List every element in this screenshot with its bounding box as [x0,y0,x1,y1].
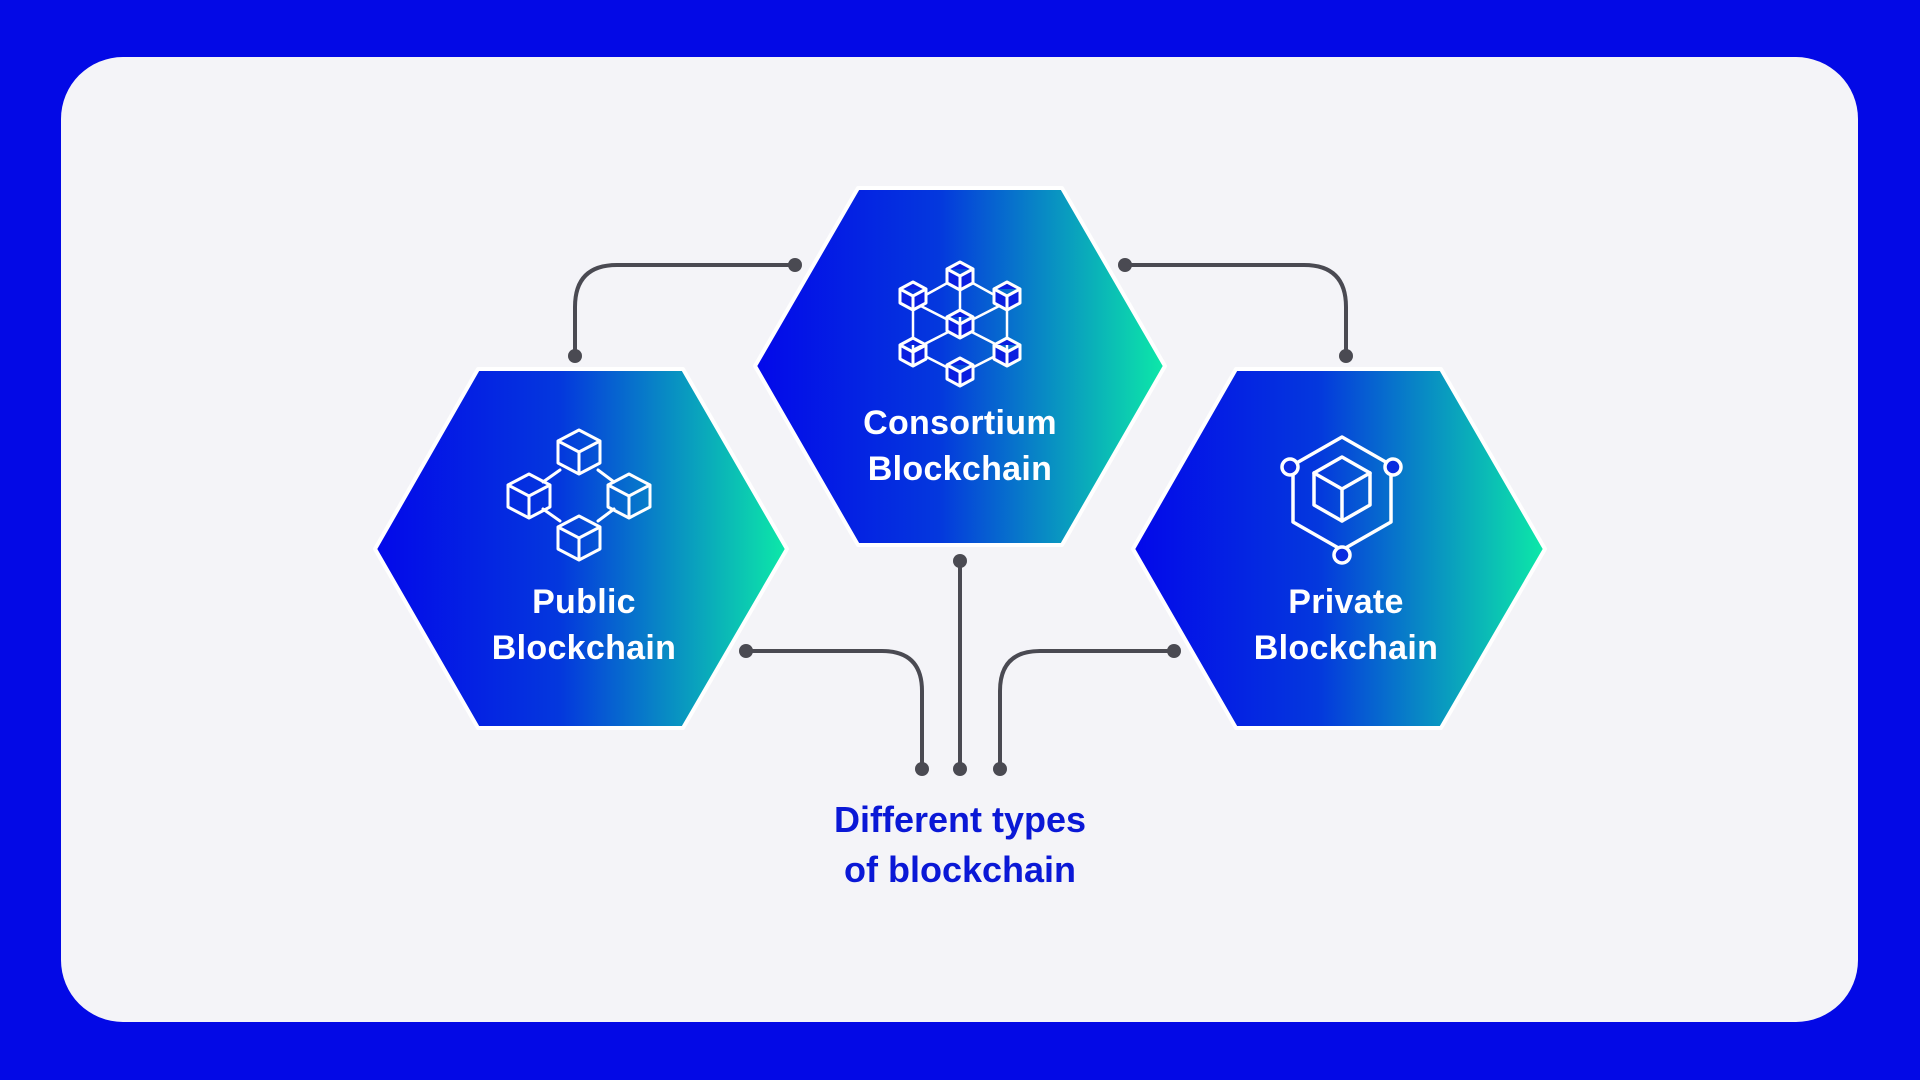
connector-dot [739,644,753,658]
hexagon-public [373,367,789,730]
connector-dot [953,554,967,568]
cube [556,514,602,562]
connector-dot [1118,258,1132,272]
cube [992,336,1022,368]
cube [898,280,928,312]
cube [506,472,552,520]
connector-private-center [998,649,1176,771]
consortium-label-line-2: Blockchain [867,450,1053,488]
cube [606,472,652,520]
cube [992,280,1022,312]
caption-line-2: of blockchain [843,849,1077,890]
connector-consortium-private [1123,263,1348,358]
connector-public-center [744,649,924,771]
connector-consortium-public [573,263,797,358]
cube [945,260,975,292]
consortium-blockchain-label: Consortium Blockchain [810,400,1110,492]
connector-dot [953,762,967,776]
cube [556,428,602,476]
connector-dot [1167,644,1181,658]
hexagon-consortium [753,186,1167,547]
public-label-line-1: Public [532,583,636,621]
cube [945,308,975,340]
connector-dot [915,762,929,776]
consortium-label-line-1: Consortium [863,404,1057,442]
private-blockchain-label: Private Blockchain [1196,579,1496,671]
connector-dots [568,258,1353,776]
diagram-caption: Different types of blockchain [760,795,1160,895]
cube [945,356,975,388]
private-label-line-2: Blockchain [1253,629,1439,667]
connector-dot [568,349,582,363]
connectors [573,263,1348,771]
cube-network-icon [898,260,1022,388]
connector-dot [1339,349,1353,363]
connector-dot [993,762,1007,776]
private-label-line-1: Private [1288,583,1404,621]
cube [898,336,928,368]
caption-line-1: Different types [833,799,1087,840]
public-label-line-2: Blockchain [491,629,677,667]
connector-dot [788,258,802,272]
public-blockchain-label: Public Blockchain [434,579,734,671]
linked-cubes-icon [506,428,652,562]
secured-cube-icon [1280,435,1403,565]
